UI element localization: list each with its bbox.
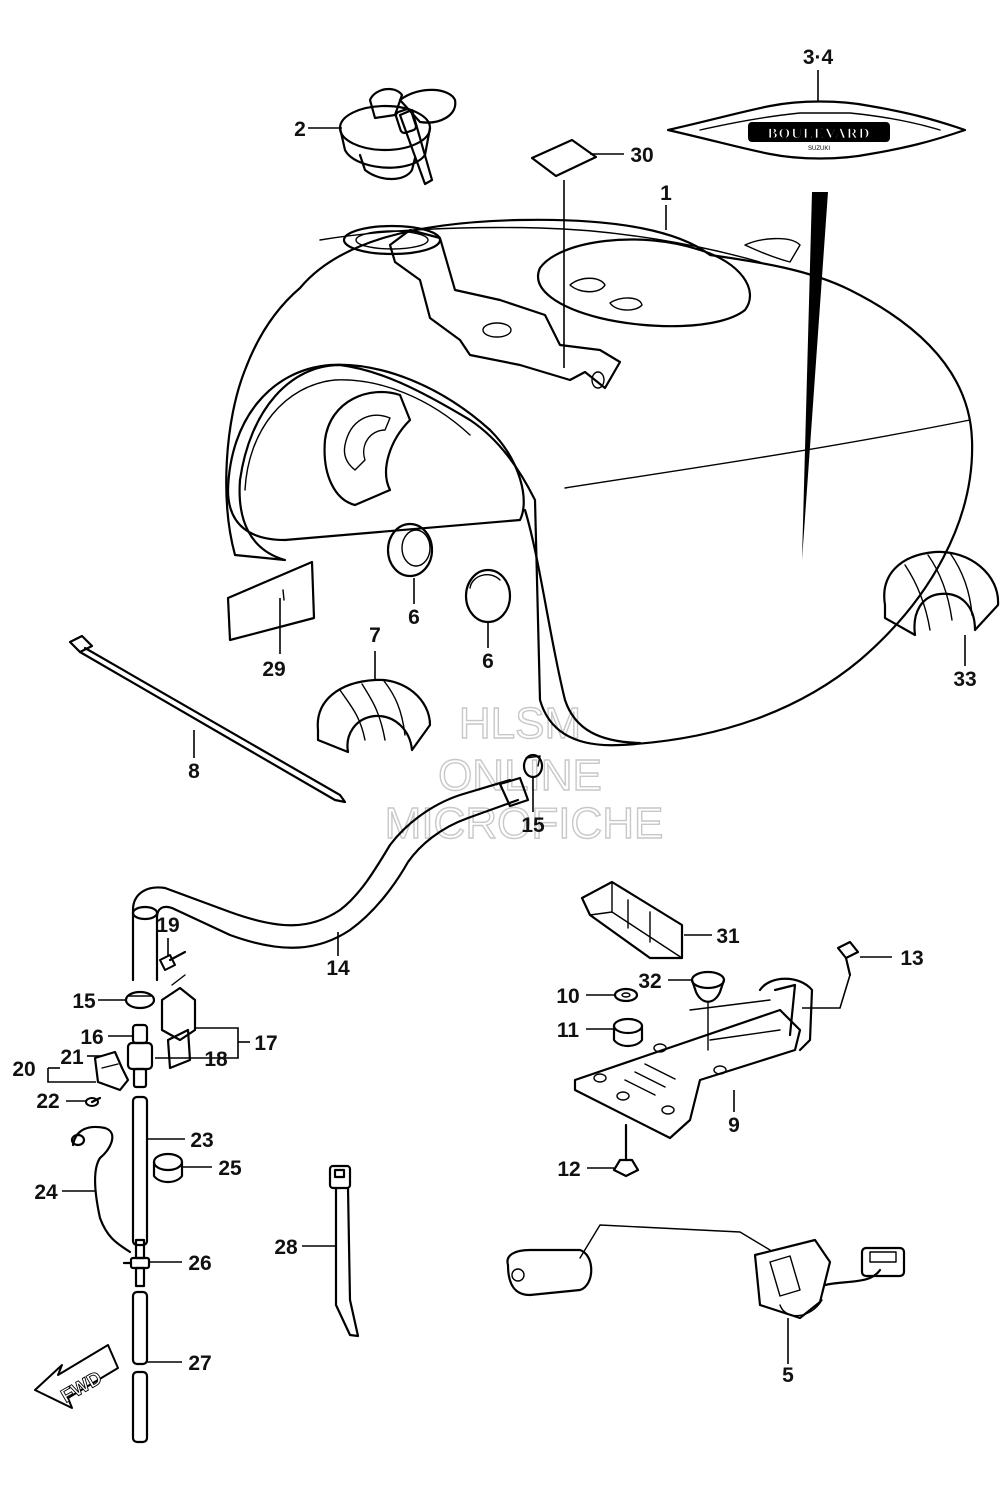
emblem-sub-text: SUZUKI xyxy=(808,146,830,152)
callout-5: 5 xyxy=(782,1364,794,1387)
callout-31: 31 xyxy=(716,925,740,948)
hose-23-part[interactable] xyxy=(131,1095,149,1247)
callout-23: 23 xyxy=(190,1129,213,1152)
fuel-level-gauge-5-part[interactable] xyxy=(506,1224,906,1320)
cushion-7-part[interactable] xyxy=(316,678,432,754)
screw-22-part[interactable] xyxy=(85,1096,102,1107)
cover-31-part[interactable] xyxy=(580,880,684,960)
emblem-brand-text: BOULEVARD xyxy=(768,126,871,142)
collar-10-part[interactable] xyxy=(613,987,639,1003)
callout-14: 14 xyxy=(326,957,350,980)
callout-32: 32 xyxy=(638,970,661,993)
label-29-part[interactable] xyxy=(226,560,316,642)
callout-33: 33 xyxy=(953,668,976,691)
watermark-line-3: MICROFICHE xyxy=(385,799,664,848)
callout-6b: 6 xyxy=(482,650,494,673)
forward-direction-arrow: FWD xyxy=(34,1344,119,1409)
callout-15-upper: 15 xyxy=(521,814,545,837)
callout-10: 10 xyxy=(556,985,579,1008)
callout-8: 8 xyxy=(188,760,200,783)
callout-22: 22 xyxy=(36,1090,59,1113)
callout-28: 28 xyxy=(274,1236,298,1259)
cushion-25-part[interactable] xyxy=(152,1152,184,1184)
callout-6a: 6 xyxy=(408,606,420,629)
fuel-tank-part[interactable] xyxy=(225,218,974,747)
callout-19: 19 xyxy=(156,914,179,937)
watermark: HLSM ONLINE MICROFICHE xyxy=(384,698,664,848)
callout-11: 11 xyxy=(557,1019,580,1042)
callout-30: 30 xyxy=(630,144,653,167)
callout-21: 21 xyxy=(60,1046,84,1069)
leader-lines xyxy=(47,70,966,1364)
collar-11-part[interactable] xyxy=(612,1017,644,1048)
callout-18: 18 xyxy=(204,1048,228,1071)
callout-26: 26 xyxy=(188,1252,211,1275)
watermark-line-2: ONLINE xyxy=(438,751,602,800)
hose-27-part[interactable] xyxy=(131,1290,149,1444)
emblem-plate xyxy=(748,122,890,142)
callout-27: 27 xyxy=(188,1352,211,1375)
hose-14-part[interactable] xyxy=(131,776,530,982)
callout-12: 12 xyxy=(557,1158,580,1181)
bolt-12-part[interactable] xyxy=(612,1123,640,1178)
watermark-line-1: HLSM xyxy=(459,699,581,748)
callout-7: 7 xyxy=(369,624,381,647)
callout-20: 20 xyxy=(12,1058,35,1081)
valve-assembly-part[interactable] xyxy=(124,950,197,1089)
callout-9: 9 xyxy=(728,1114,740,1137)
emblem-position-marker xyxy=(802,192,828,560)
callout-15-lower: 15 xyxy=(72,990,96,1013)
callout-numbers: 1 2 3·4 30 29 6 6 7 33 8 15 14 19 15 16 … xyxy=(12,46,976,1387)
cushion-6a-part[interactable] xyxy=(386,522,434,578)
callout-29: 29 xyxy=(262,658,285,681)
cable-tie-8-part[interactable] xyxy=(68,634,347,804)
callout-25: 25 xyxy=(218,1157,242,1180)
decal-30-part[interactable] xyxy=(530,138,598,178)
boulevard-emblem-part[interactable]: BOULEVARD SUZUKI xyxy=(666,100,967,160)
bracket-9-part[interactable] xyxy=(573,977,814,1140)
hose-24-part[interactable] xyxy=(70,1125,132,1254)
clamp-21-part[interactable] xyxy=(93,1050,130,1092)
callout-13: 13 xyxy=(900,947,923,970)
bolt-13-part[interactable] xyxy=(836,940,860,977)
callout-1: 1 xyxy=(660,182,672,205)
joint-26-part[interactable] xyxy=(122,1238,151,1288)
cushion-6b-part[interactable] xyxy=(464,568,512,624)
callout-24: 24 xyxy=(34,1181,58,1204)
callout-17: 17 xyxy=(254,1032,277,1055)
clip-15-upper-part[interactable] xyxy=(522,753,544,779)
callout-16: 16 xyxy=(80,1026,103,1049)
cable-tie-28-part[interactable] xyxy=(328,1164,360,1338)
cushion-33-part[interactable] xyxy=(883,550,1000,637)
callout-3-4: 3·4 xyxy=(803,46,834,69)
callout-2: 2 xyxy=(294,118,306,141)
fuel-cap-part[interactable] xyxy=(338,87,457,186)
